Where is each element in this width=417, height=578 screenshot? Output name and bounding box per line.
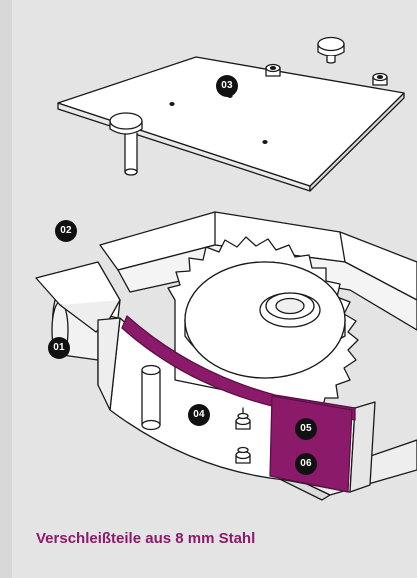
callout-badge-01: 01	[48, 337, 70, 359]
callout-badge-05: 05	[295, 418, 317, 440]
callout-badge-06: 06	[295, 453, 317, 475]
lid-knob-left	[110, 113, 142, 175]
lid-nut-1	[266, 65, 280, 77]
callout-badge-03: 03	[216, 75, 238, 97]
wall-bolt-2	[236, 448, 250, 464]
caption: Verschleißteile aus 8 mm Stahl	[36, 530, 255, 547]
callout-badge-04: 04	[188, 404, 210, 426]
front-post	[142, 366, 160, 430]
lid-nut-2	[373, 74, 387, 86]
callout-badge-02: 02	[55, 220, 77, 242]
lid-knob-right	[318, 38, 344, 64]
lid-plate	[58, 38, 404, 192]
